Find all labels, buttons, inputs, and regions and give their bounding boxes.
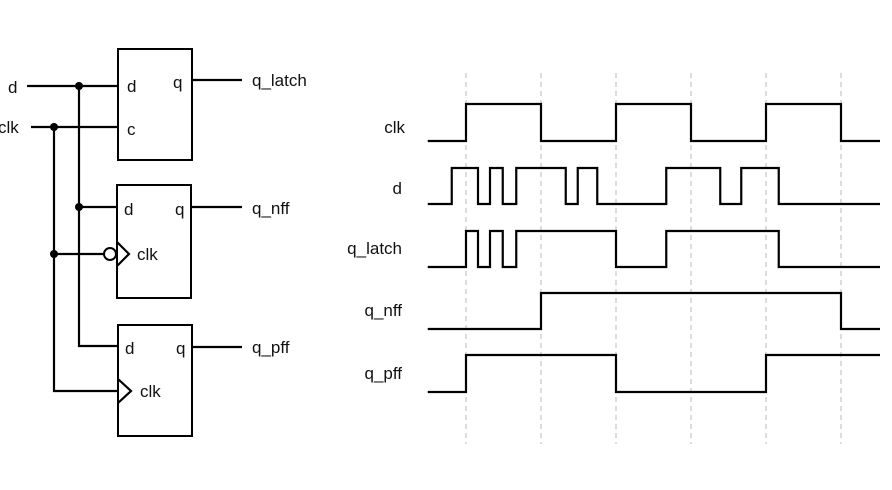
pin-label-q: q (173, 73, 182, 92)
junction-dot (75, 82, 83, 90)
signal-label-q-latch: q_latch (347, 239, 402, 258)
waveform-d (427, 166, 880, 206)
wire-clk-vertical (52, 127, 118, 393)
waveforms (427, 102, 880, 394)
signal-label-q-nff: q_nff (364, 301, 402, 320)
pin-label-q: q (176, 339, 185, 358)
signal-label-clk: clk (384, 118, 405, 137)
waveform-q-latch (427, 229, 880, 269)
output-label-q-latch: q_latch (252, 71, 307, 90)
input-label-clk: clk (0, 118, 19, 137)
d-latch-block: d c q q_latch (117, 48, 307, 161)
pin-label-clk: clk (140, 382, 161, 401)
waveform-q-pff (427, 353, 880, 394)
negative-edge-flip-flop-block: d q clk q_nff (103, 184, 290, 299)
wire-d-vertical (77, 86, 118, 348)
inversion-bubble-icon (103, 247, 117, 261)
output-label-q-nff: q_nff (252, 199, 290, 218)
waveform-q-nff (427, 291, 880, 331)
clock-triangle-icon (117, 378, 133, 404)
input-label-d: d (8, 78, 17, 97)
clock-triangle-icon (116, 241, 131, 267)
pin-label-clk: clk (137, 245, 158, 264)
signal-label-d: d (393, 179, 402, 198)
pin-label-c: c (127, 120, 136, 139)
positive-edge-flip-flop-block: d q clk q_pff (117, 324, 290, 437)
pin-label-d: d (127, 77, 136, 96)
output-label-q-pff: q_pff (252, 338, 290, 357)
pin-label-d: d (125, 339, 134, 358)
pin-label-q: q (175, 200, 184, 219)
time-gridlines (465, 73, 842, 444)
circuit-schematic: d clk d c q q_latch d q clk (0, 48, 307, 437)
pin-label-d: d (124, 200, 133, 219)
junction-dot (50, 123, 58, 131)
junction-dot (50, 250, 58, 258)
signal-labels: clk d q_latch q_nff q_pff (347, 118, 405, 383)
junction-dot (75, 203, 83, 211)
waveform-clk (427, 102, 880, 143)
signal-label-q-pff: q_pff (364, 364, 402, 383)
timing-diagram: clk d q_latch q_nff q_pff (347, 73, 880, 444)
